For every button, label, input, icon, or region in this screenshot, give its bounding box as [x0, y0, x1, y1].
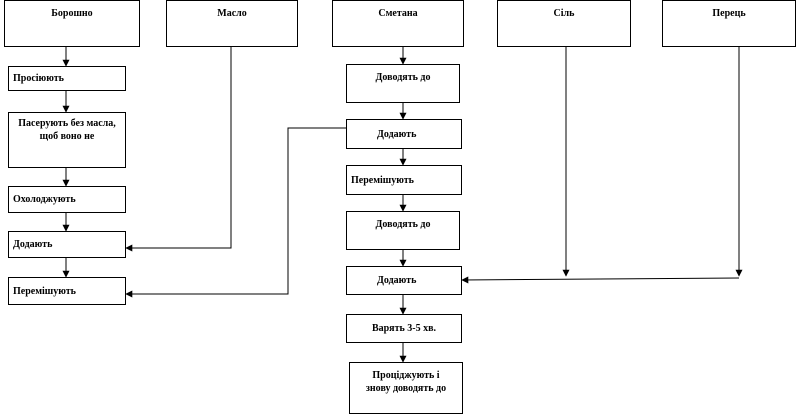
ingredient-butter: Масло: [166, 0, 298, 47]
step-sift: Просіюють: [8, 66, 126, 91]
step-cool: Охолоджують: [8, 186, 126, 213]
ingredient-salt: Сіль: [497, 0, 631, 47]
step-mix-flour: Перемішують: [8, 277, 126, 305]
ingredient-flour: Борошно: [4, 0, 140, 47]
step-boil-2: Доводять до: [346, 211, 460, 250]
arrow-sauce-add-to-mix: [125, 127, 347, 298]
ingredient-pepper: Перець: [662, 0, 796, 47]
ingredient-sour-cream: Сметана: [332, 0, 464, 47]
step-boil-1: Доводять до: [346, 64, 460, 103]
arrow-to-add2: [461, 276, 740, 284]
step-mix-sauce: Перемішують: [346, 165, 462, 195]
step-strain: Проціджують і знову доводять до: [349, 362, 463, 414]
step-saute: Пасерують без масла, щоб воно не: [8, 112, 126, 168]
step-add-1: Додають: [346, 119, 462, 149]
step-cook: Варять 3-5 хв.: [346, 314, 462, 343]
arrow-butter-to-add: [125, 46, 232, 252]
step-add-2: Додають: [346, 266, 462, 295]
step-add-flour: Додають: [8, 231, 126, 258]
